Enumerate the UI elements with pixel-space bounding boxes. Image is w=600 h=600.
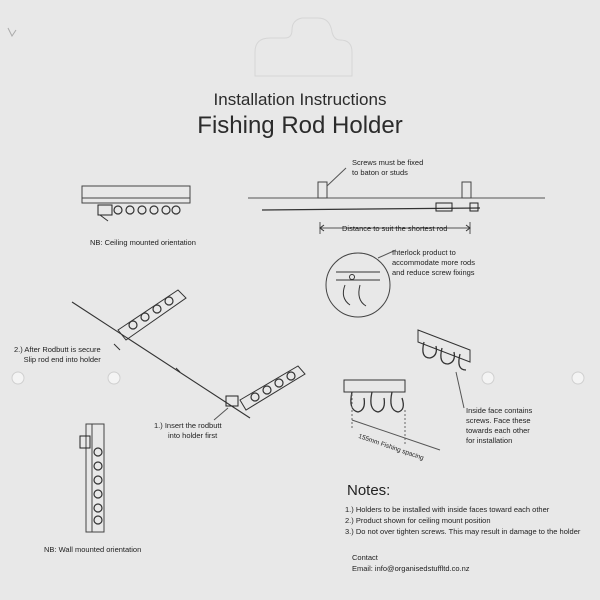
contact-heading: Contact — [352, 553, 378, 562]
interlock-detail-diagram — [325, 249, 397, 318]
corner-mark — [7, 27, 17, 37]
ceiling-orientation-label: NB: Ceiling mounted orientation — [90, 238, 196, 247]
distance-label: Distance to suit the shortest rod — [342, 224, 448, 233]
mount-hole-center-right — [481, 371, 495, 385]
rod-distance-diagram — [248, 167, 545, 234]
notes-heading: Notes: — [347, 482, 391, 499]
mount-hole-center-left — [107, 371, 121, 385]
mount-hole-right — [571, 371, 585, 385]
note-3: 3.) Do not over tighten screws. This may… — [345, 527, 581, 536]
wall-mount-diagram — [79, 423, 105, 533]
product-title: Fishing Rod Holder — [197, 112, 403, 139]
wall-orientation-label: NB: Wall mounted orientation — [44, 545, 142, 554]
ceiling-mount-diagram — [81, 185, 191, 222]
mount-hole-left — [11, 371, 25, 385]
interlocked-holders-diagram — [343, 329, 471, 451]
note-1: 1.) Holders to be installed with inside … — [345, 505, 550, 514]
note-2: 2.) Product shown for ceiling mount posi… — [345, 516, 491, 525]
rod-insertion-diagram — [71, 289, 306, 421]
instructions-heading: Installation Instructions — [213, 90, 387, 109]
contact-email: Email: info@organisedstuffltd.co.nz — [352, 564, 470, 573]
